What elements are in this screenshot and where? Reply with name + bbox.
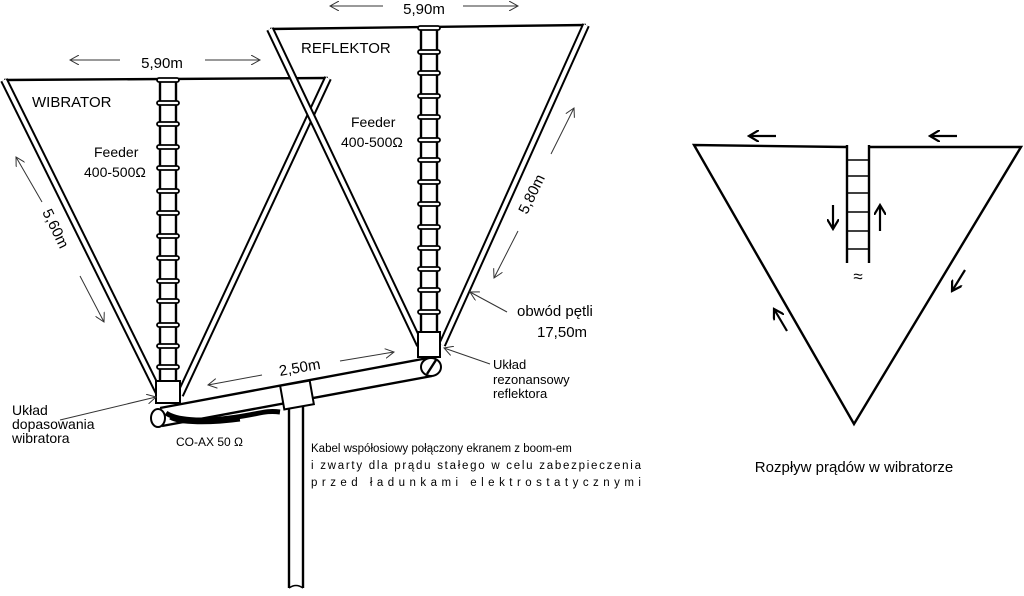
ladder-rung [156, 100, 180, 106]
current-flow-diagram: ≈ [691, 136, 1024, 427]
wibrator-feeder-label: Feeder [94, 144, 139, 160]
reflektor-feeder-label: Feeder [351, 114, 396, 130]
ladder-rung [156, 322, 180, 328]
ladder-rung [156, 188, 180, 194]
wibrator-feeder-ladder [158, 80, 178, 382]
current-flow-title: Rozpływ prądów w wibratorze [755, 459, 953, 476]
ladder-rung [156, 210, 180, 216]
boom-length-label: 2,50m [278, 356, 322, 380]
ladder-rung [417, 309, 441, 315]
ladder-rung [417, 93, 441, 99]
resonant-label-2: rezonansowy [493, 372, 570, 387]
current-arrow-right-side [952, 269, 966, 291]
cable-note-line-1: Kabel współosiowy połączony ekranem z bo… [311, 443, 572, 455]
ladder-rung [156, 255, 180, 261]
ladder-rung [417, 137, 441, 143]
ladder-rung [156, 144, 180, 150]
ladder-rung [417, 70, 441, 76]
reflektor-width-label: 5,90m [403, 1, 445, 18]
ladder-rung [156, 233, 180, 239]
ladder-rung [417, 25, 441, 31]
ladder-rung [156, 121, 180, 127]
ladder-rung [156, 298, 180, 304]
coax-cable [164, 409, 281, 423]
dimension-lines [16, 6, 574, 421]
ladder-rung [417, 245, 441, 251]
matching-label-1: Układ [12, 402, 48, 418]
reflektor-title: REFLEKTOR [301, 40, 391, 57]
wibrator-element [0, 76, 332, 404]
current-arrow-left-side [774, 309, 788, 332]
ladder-rung [417, 224, 441, 230]
ladder-rung [417, 266, 441, 272]
ladder-rung [417, 287, 441, 293]
ladder-rung [156, 77, 180, 83]
reflektor-resonant-box [417, 331, 441, 358]
ladder-rung [417, 114, 441, 120]
reflektor-feeder-impedance: 400-500Ω [341, 134, 403, 150]
coax-label: CO-AX 50 Ω [176, 435, 243, 449]
wibrator-title: WIBRATOR [32, 94, 112, 111]
loop-perimeter-value: 17,50m [537, 324, 587, 341]
ladder-rung [156, 364, 180, 370]
wibrator-feeder-impedance: 400-500Ω [84, 164, 146, 180]
ladder-rung [156, 278, 180, 284]
cable-note-line-2: i zwarty dla prądu stałego w celu zabezp… [311, 460, 642, 472]
reflektor-element [266, 23, 590, 358]
ladder-rung [156, 343, 180, 349]
mast [287, 405, 305, 589]
squiggle-symbol: ≈ [853, 267, 862, 286]
matching-label-2: dopasowania [12, 416, 95, 432]
ladder-rung [417, 201, 441, 207]
cable-note-line-3: przed ładunkami elektrostatycznymi [311, 477, 641, 489]
wibrator-matching-box [155, 380, 181, 404]
ladder-rung [156, 165, 180, 171]
ladder-rung [417, 49, 441, 55]
ladder-rung [417, 179, 441, 185]
loop-perimeter-label: obwód pętli [517, 303, 593, 320]
resonant-label-3: reflektora [493, 386, 548, 401]
matching-label-3: wibratora [11, 430, 70, 446]
resonant-label-1: Układ [493, 357, 526, 372]
wibrator-width-label: 5,90m [141, 55, 183, 72]
mast-clamp [278, 379, 316, 411]
ladder-rung [417, 157, 441, 163]
